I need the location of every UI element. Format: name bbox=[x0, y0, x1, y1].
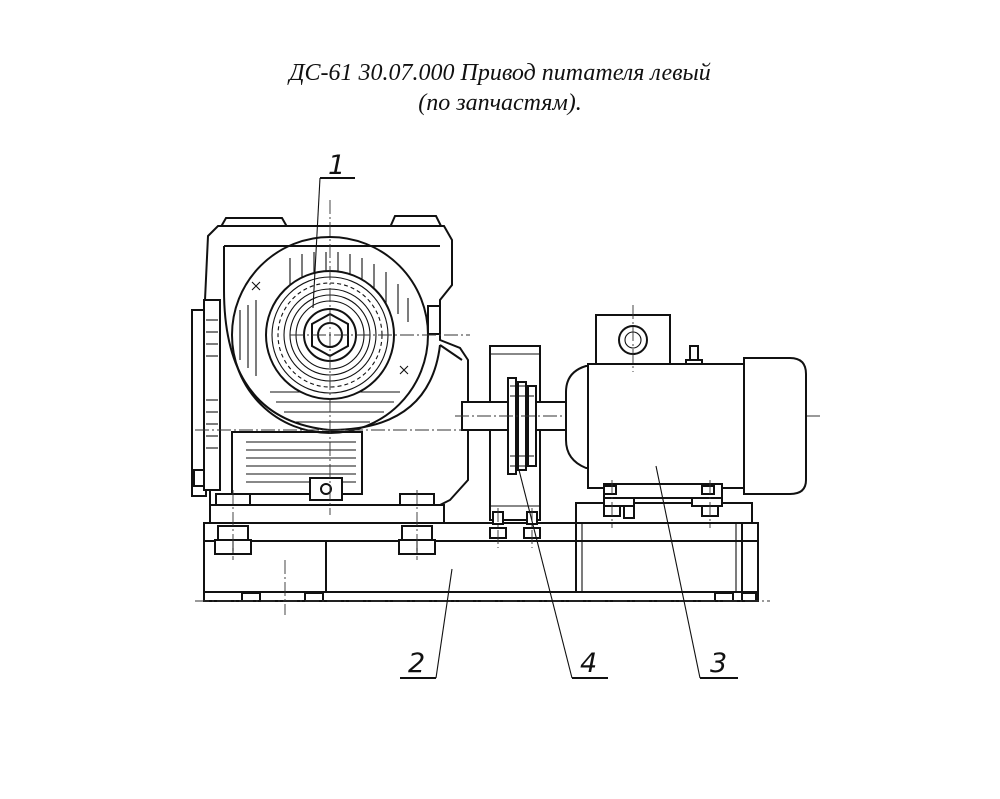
callout-3-label: 3 bbox=[710, 648, 727, 679]
callout-1-label: 1 bbox=[328, 150, 345, 181]
drawing-subtitle: (по запчастям). bbox=[418, 90, 582, 116]
callout-2: 2 bbox=[400, 568, 453, 679]
electric-motor bbox=[565, 305, 807, 528]
callout-3: 3 bbox=[655, 465, 738, 679]
base-frame bbox=[195, 502, 770, 615]
callout-2-label: 2 bbox=[408, 648, 425, 679]
drawing-title: ДС-61 30.07.000 Привод питателя левый bbox=[289, 60, 711, 86]
worm-gearbox bbox=[191, 200, 480, 560]
callout-4: 4 bbox=[518, 469, 608, 679]
callout-1: 1 bbox=[312, 150, 355, 309]
callout-4-label: 4 bbox=[580, 648, 597, 679]
